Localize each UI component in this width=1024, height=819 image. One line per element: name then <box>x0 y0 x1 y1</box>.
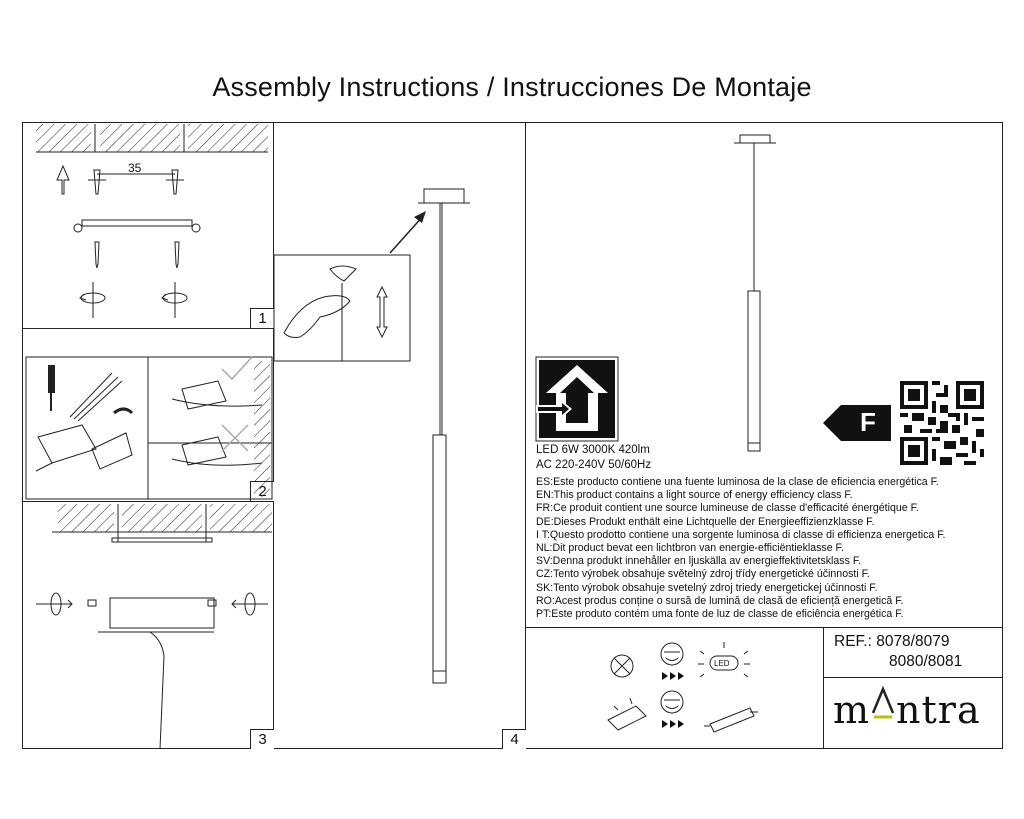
energy-statement: FR:Ce produit contient une source lumine… <box>536 502 919 515</box>
brand-logo: m ntra <box>833 685 981 732</box>
energy-statement: CZ:Tento výrobek obsahuje světelný zdroj… <box>536 568 870 581</box>
spec-line-2: AC 220-240V 50/60Hz <box>536 459 652 471</box>
indoor-use-icon <box>535 356 619 442</box>
energy-statement: NL:Dit product bevat een lichtbron van e… <box>536 541 844 554</box>
energy-statement: I T:Questo prodotto contiene una sorgent… <box>536 528 946 541</box>
energy-statement-list: ES:Este producto contiene una fuente lum… <box>536 476 945 621</box>
energy-statement: DE:Dieses Produkt enthält eine Lichtquel… <box>536 515 875 528</box>
energy-statement: ES:Este producto contiene una fuente lum… <box>536 476 939 488</box>
step2-illustration <box>25 356 273 500</box>
divider-info <box>525 627 1003 628</box>
page-title: Assembly Instructions / Instrucciones De… <box>212 72 812 102</box>
step-number-1: 1 <box>250 308 274 328</box>
energy-class-label: F <box>860 407 876 437</box>
led-label: LED <box>714 659 730 668</box>
divider-step2 <box>22 501 274 502</box>
reference-line-1: REF.: 8078/8079 <box>834 633 950 650</box>
step4-illustration <box>273 188 470 684</box>
energy-statement: SK:Tento výrobok obsahuje svetelný zdroj… <box>536 581 878 594</box>
divider-col1 <box>273 122 274 749</box>
step3-illustration <box>36 504 272 750</box>
energy-statement: RO:Acest produs conține o sursă de lumin… <box>536 594 904 607</box>
divider-ref <box>823 627 824 749</box>
reference-line-2: 8080/8081 <box>889 653 963 670</box>
energy-statement: PT:Este produto contém uma fonte de luz … <box>536 607 904 620</box>
brand-name-right: ntra <box>896 688 981 732</box>
energy-statement: EN:This product contains a light source … <box>536 489 853 502</box>
brand-mark <box>870 685 896 723</box>
step-number-3: 3 <box>250 729 274 749</box>
dimension-label: 35 <box>128 161 142 175</box>
product-drawing <box>734 134 776 452</box>
step-number-4: 4 <box>502 729 526 749</box>
energy-class-arrow <box>823 405 891 441</box>
divider-step1 <box>22 328 274 329</box>
energy-statement: SV:Denna produkt innehåller en ljuskälla… <box>536 555 862 568</box>
divider-brand <box>823 677 1003 678</box>
spec-line-1: LED 6W 3000K 420lm <box>536 444 650 456</box>
qr-code <box>900 381 984 465</box>
divider-col2 <box>525 122 526 749</box>
step1-illustration <box>36 124 268 318</box>
disposal-icons <box>607 642 758 733</box>
brand-name-left: m <box>833 688 871 732</box>
